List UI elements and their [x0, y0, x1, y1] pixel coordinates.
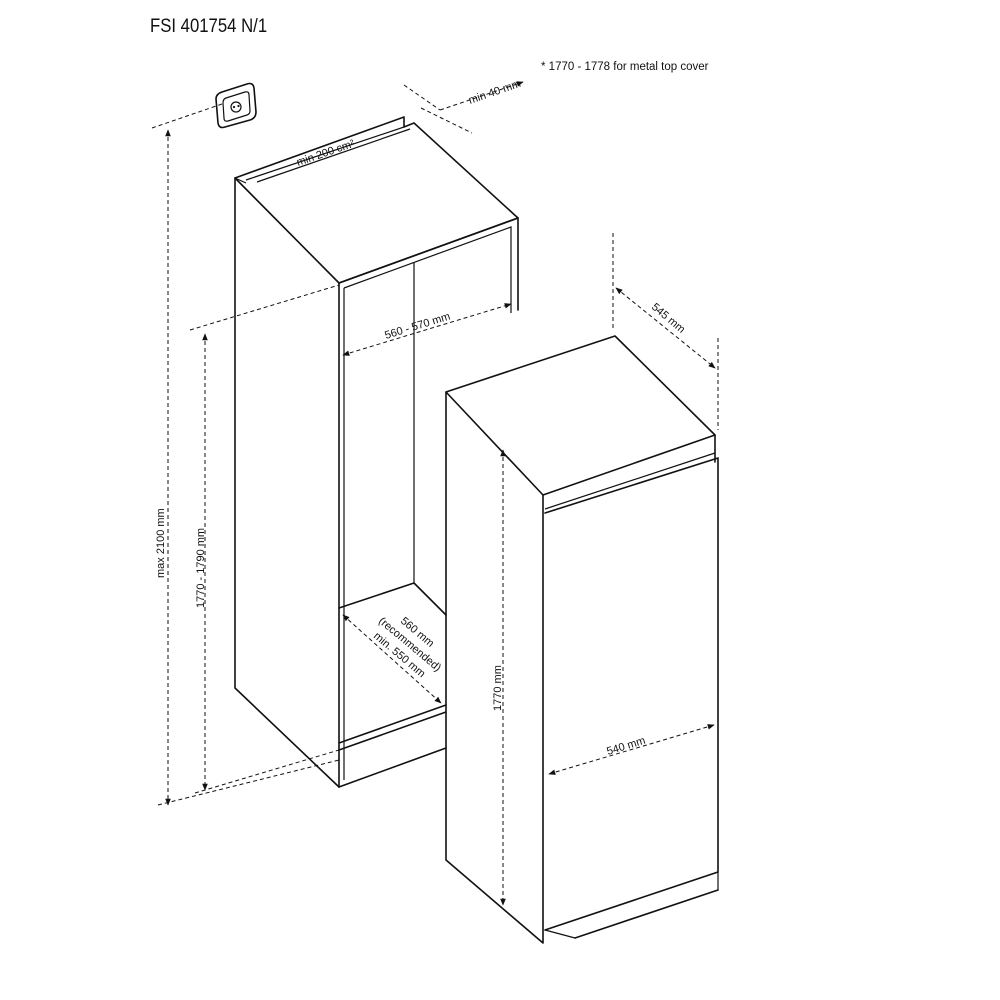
svg-text:540 mm: 540 mm [605, 735, 647, 758]
cabinet-niche [234, 116, 519, 788]
svg-text:560 - 570 mm: 560 - 570 mm [383, 311, 451, 342]
svg-text:min 40 mm: min 40 mm [467, 78, 522, 107]
svg-text:1770 mm: 1770 mm [492, 665, 504, 711]
metal-cover-note: * 1770 - 1778 for metal top cover [541, 61, 709, 73]
max-height-dimension: max 2100 mm [151, 103, 340, 806]
niche-height-dimension: 1770 - 1790 mm [189, 284, 340, 794]
power-socket-icon [215, 82, 257, 129]
diagram-title: FSI 401754 N/1 [150, 16, 268, 37]
svg-text:545 mm: 545 mm [649, 301, 687, 336]
niche-width-dimension: 560 - 570 mm [342, 303, 512, 356]
gap-dimension: min 40 mm [403, 78, 524, 134]
niche-depth-dimension: 560 mm (recommended) min. 550 mm [342, 614, 443, 704]
svg-text:1770 - 1790 mm: 1770 - 1790 mm [195, 528, 207, 608]
svg-text:max 2100 mm: max 2100 mm [155, 508, 167, 578]
appliance-height-dimension: 1770 mm [492, 449, 506, 906]
vent-dimension: min 200 cm² [256, 128, 411, 183]
appliance-depth-dimension: 545 mm [612, 233, 719, 430]
fridge-appliance [445, 335, 719, 944]
appliance-width-dimension: 540 mm [548, 724, 715, 775]
